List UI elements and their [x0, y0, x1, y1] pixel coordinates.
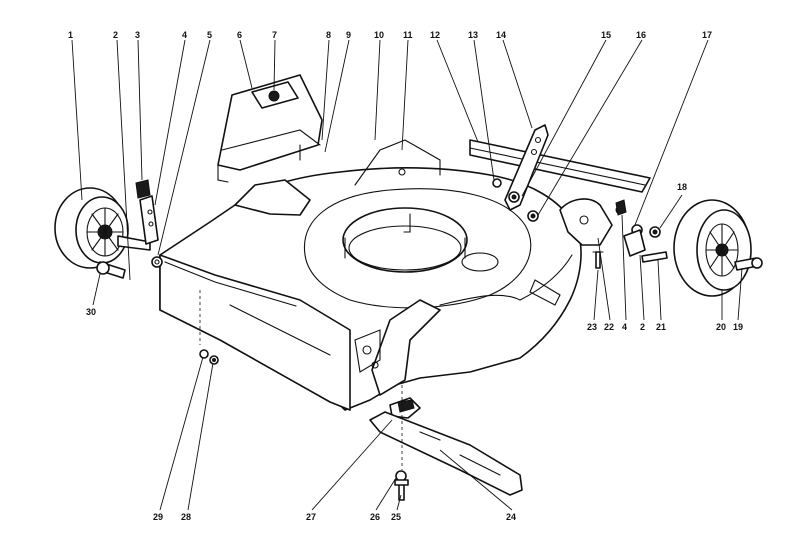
callout-8: 8: [326, 30, 331, 40]
left-axle-bolt: [96, 261, 126, 279]
callout-24: 24: [506, 512, 516, 522]
mower-deck-housing: [159, 139, 582, 411]
left-rear-wheel: [54, 187, 129, 269]
left-height-adjuster: [117, 179, 163, 268]
callout-3: 3: [135, 30, 140, 40]
cutting-blade: [369, 411, 523, 496]
callout-9: 9: [346, 30, 351, 40]
callout-20: 20: [716, 322, 726, 332]
leader-lines: [71, 39, 743, 511]
callout-18: 18: [677, 182, 687, 192]
callout-6: 6: [237, 30, 242, 40]
callout-10: 10: [374, 30, 384, 40]
callout-2b: 2: [640, 322, 645, 332]
callout-22: 22: [604, 322, 614, 332]
callout-28: 28: [181, 512, 191, 522]
callout-17: 17: [702, 30, 712, 40]
rear-baffle-plate: [469, 139, 651, 193]
front-deck-hardware: [199, 349, 219, 365]
callout-26: 26: [370, 512, 380, 522]
flap-label-plate: [251, 81, 299, 109]
callout-30: 30: [86, 307, 96, 317]
right-axle-bolt: [734, 257, 763, 271]
callout-25: 25: [391, 512, 401, 522]
callout-19: 19: [733, 322, 743, 332]
callout-2: 2: [113, 30, 118, 40]
callout-27: 27: [306, 512, 316, 522]
height-adjust-lever: [504, 124, 549, 211]
callout-21: 21: [656, 322, 666, 332]
callout-4b: 4: [622, 322, 627, 332]
callout-12: 12: [430, 30, 440, 40]
callout-14: 14: [496, 30, 506, 40]
right-rear-wheel: [673, 199, 752, 297]
callout-16: 16: [636, 30, 646, 40]
callout-15: 15: [601, 30, 611, 40]
right-axle-bracket: [559, 198, 646, 257]
callout-5: 5: [207, 30, 212, 40]
callout-11: 11: [403, 30, 413, 40]
callout-7: 7: [272, 30, 277, 40]
callout-labels: 1 2 3 4 5 6 7 8 9 10 11 12 13 14 15 16 1…: [68, 30, 743, 522]
callout-13: 13: [468, 30, 478, 40]
callout-4: 4: [182, 30, 187, 40]
callout-23: 23: [587, 322, 597, 332]
blade-bolt-washer: [394, 470, 409, 501]
callout-1: 1: [68, 30, 73, 40]
callout-29: 29: [153, 512, 163, 522]
